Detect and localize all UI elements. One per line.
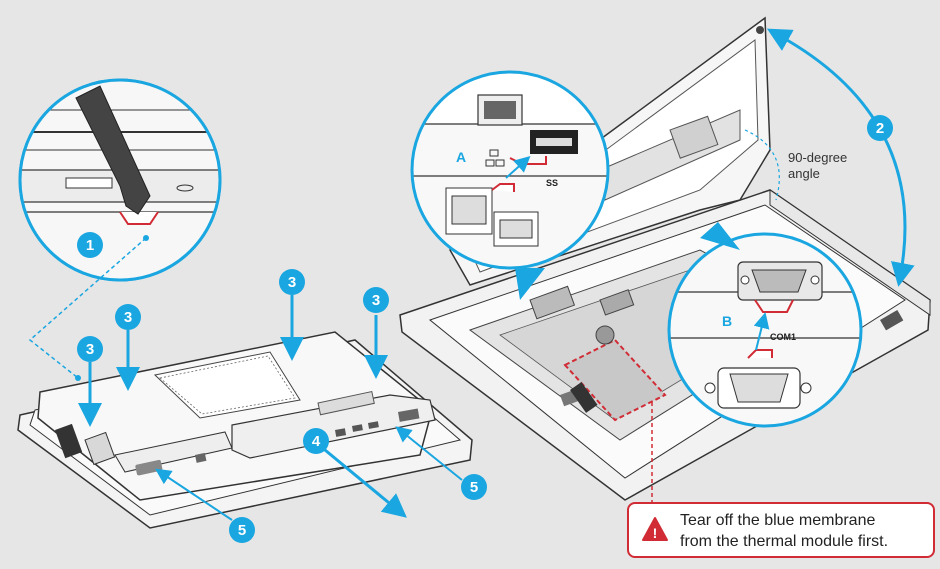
- step5-leader-left: [155, 468, 233, 521]
- svg-text:3: 3: [86, 341, 94, 358]
- svg-text:3: 3: [288, 274, 296, 291]
- badge-step2: 2: [867, 115, 893, 141]
- svg-text:4: 4: [312, 433, 321, 450]
- angle-label-line2: angle: [788, 166, 820, 181]
- svg-text:2: 2: [876, 120, 884, 137]
- callout-1-leader: [28, 237, 147, 379]
- callout-b-pointer: [700, 222, 740, 250]
- badge-step3-a: 3: [279, 269, 305, 295]
- badge-step1: 1: [77, 232, 103, 258]
- svg-text:3: 3: [372, 292, 380, 309]
- usb-ss-label: SS: [546, 178, 558, 188]
- angle-label-line1: 90-degree: [788, 150, 847, 165]
- badge-step3-b: 3: [363, 287, 389, 313]
- badge-step5-right: 5: [461, 474, 487, 500]
- svg-text:5: 5: [470, 479, 478, 496]
- callout-a: A SS: [410, 70, 610, 270]
- callout-a-pointer: [515, 268, 545, 300]
- callout-b: B COM1: [667, 232, 863, 428]
- warning-line2: from the thermal module first.: [680, 533, 888, 550]
- badge-step4: 4: [303, 428, 329, 454]
- step-badges: 1 2 3 3 3 3 4 5 5: [77, 115, 893, 543]
- callout-a-letter: A: [456, 149, 466, 165]
- step5-leader-right: [395, 426, 463, 481]
- svg-text:1: 1: [86, 237, 94, 254]
- step-arrows: [78, 295, 407, 518]
- com1-label: COM1: [770, 332, 796, 342]
- badge-step3-d: 3: [77, 336, 103, 362]
- callout-b-letter: B: [722, 313, 732, 329]
- callout-1: [18, 78, 222, 282]
- badge-step3-c: 3: [115, 304, 141, 330]
- badge-step5-left: 5: [229, 517, 255, 543]
- svg-text:!: !: [653, 525, 658, 541]
- warning-line1: Tear off the blue membrane: [680, 512, 875, 529]
- warning-box: ! Tear off the blue membrane from the th…: [627, 502, 935, 558]
- svg-text:3: 3: [124, 309, 132, 326]
- svg-text:5: 5: [238, 522, 246, 539]
- warning-icon: !: [642, 517, 668, 541]
